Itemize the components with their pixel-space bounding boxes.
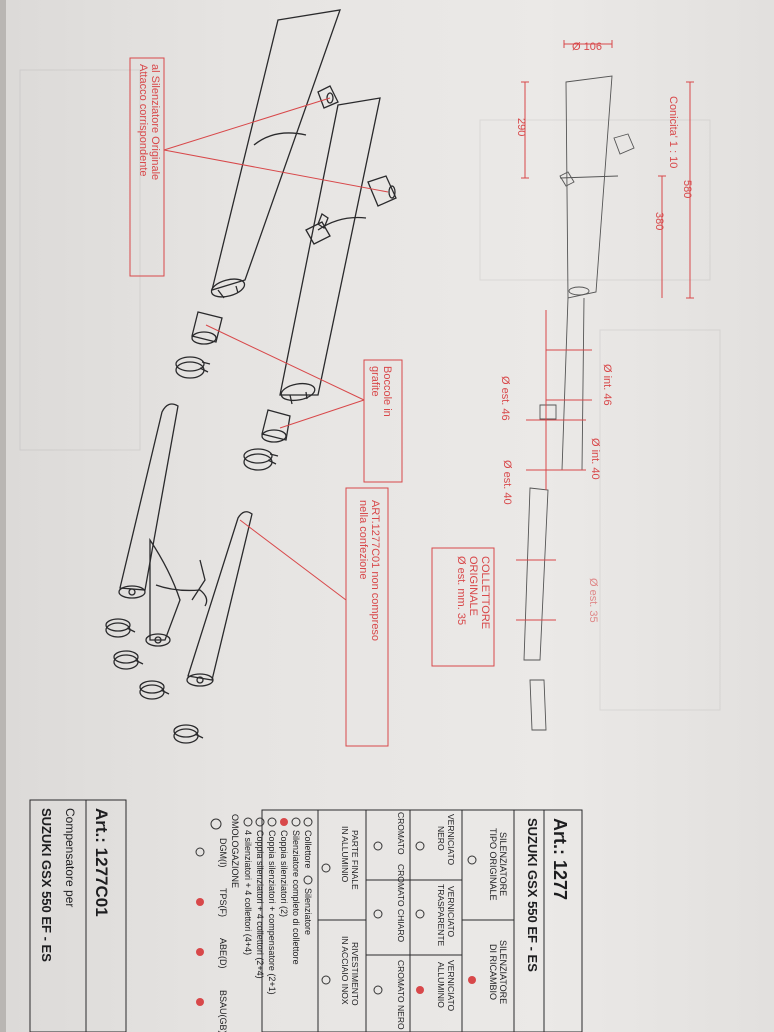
dim-290: 290	[515, 118, 527, 136]
red-annotations	[129, 40, 694, 747]
hdr-ricambio-2: DI RICAMBIO	[488, 944, 498, 1000]
opt-coppia-comp: Coppia silenziatori + compensatore (2+1)	[267, 830, 277, 995]
finish-parte-finale-1: PARTE FINALE	[350, 830, 360, 890]
dim-580: 580	[681, 180, 693, 198]
page-edge	[0, 0, 6, 1032]
exploded-parts	[105, 9, 635, 744]
boccole-callout-box	[363, 359, 403, 483]
dim-est40: Ø est. 40	[501, 460, 513, 505]
boccole-line-1: Boccole in	[381, 366, 393, 417]
compensator	[118, 403, 253, 687]
art-1277c01-desc: Compensatore per	[63, 808, 77, 907]
art-note-line-2: nella confezione	[357, 500, 369, 580]
dim-380: 380	[653, 212, 665, 230]
finish-cromato-nero: CROMATO NERO	[396, 960, 406, 1030]
table-1277c01-text: Art.: 1277C01 Compensatore per SUZUKI GS…	[39, 808, 111, 962]
opt-completo: Silenziatore completo di collettore	[291, 830, 301, 965]
finish-trasp-1: VERNICIATO	[446, 886, 456, 938]
finish-cromato-chiaro: CROMATO CHIARO	[396, 864, 406, 942]
approval-tps: TPS(F)	[218, 888, 228, 917]
bleed-through	[19, 69, 721, 711]
finish-inox-1: RIVESTIMENTO	[350, 942, 360, 1006]
attacco-line-1: Attacco corrispondente	[137, 64, 149, 177]
finish-parte-finale-2: IN ALLUMINIO	[340, 826, 350, 883]
dim-est35: Ø est. 35	[587, 578, 599, 623]
art-1277-model: SUZUKI GSX 550 EF - ES	[525, 818, 540, 972]
art-1277c01-model: SUZUKI GSX 550 EF - ES	[39, 808, 54, 962]
dim-est46: Ø est. 46	[499, 376, 511, 421]
collettore-line-2: ORIGINALE	[467, 556, 479, 616]
collettore-line-3: Ø est. mm. 35	[455, 556, 467, 625]
opt-collettore: Collettore	[303, 830, 313, 869]
approval-dgm: DGM(I)	[218, 838, 228, 868]
hdr-tipo-orig-1: SILENZIATORE	[498, 832, 508, 896]
dim-int40: Ø int. 40	[589, 438, 601, 480]
catalog-sheet	[6, 0, 774, 1032]
finish-allum-1: VERNICIATO	[446, 960, 456, 1012]
collettore-line-1: COLLETTORE	[479, 556, 491, 629]
attacco-line-2: al Silenziatore Originale	[149, 64, 161, 180]
finish-nero-1: VERNICIATO	[446, 814, 456, 866]
finish-allum-2: ALLUMINIO	[436, 962, 446, 1008]
table-1277c01	[29, 799, 127, 1032]
art-1277-title: Art.: 1277	[550, 818, 570, 900]
hdr-tipo-orig-2: TIPO ORIGINALE	[488, 828, 498, 901]
table-1277	[261, 809, 583, 1032]
dimension-part	[523, 75, 635, 731]
opt-quattro: 4 silenziatori + 4 collettori (4+4)	[243, 830, 253, 955]
silencer-left	[210, 9, 341, 299]
collettore-callout-box	[431, 547, 495, 667]
finish-inox-2: IN ACCIAIO INOX	[340, 936, 350, 1005]
dim-d106: Ø 106	[572, 41, 602, 53]
approval-bsau: BSAU(GB)	[218, 990, 228, 1032]
hdr-ricambio-1: SILENZIATORE	[498, 940, 508, 1004]
opt-silenziatore: Silenziatore	[303, 888, 313, 935]
silencer-right	[279, 97, 397, 405]
boccole-line-2: grafite	[369, 366, 381, 397]
approval-abe: ABE(D)	[218, 938, 228, 969]
dim-int46: Ø int. 46	[601, 364, 613, 406]
finish-nero-2: NERO	[436, 826, 446, 851]
dim-conicita: Conicita' 1 : 10	[667, 96, 679, 168]
finish-cromato: CROMATO	[396, 812, 406, 855]
art-1277c01-title: Art.: 1277C01	[92, 808, 111, 917]
omologazione-label: OMOLOGAZIONE	[230, 814, 240, 888]
table-1277-text: Art.: 1277 SUZUKI GSX 550 EF - ES SILENZ…	[195, 812, 570, 1032]
red-labels: Attacco corrispondente al Silenziatore O…	[137, 41, 693, 641]
art-note-line-1: ART.1277C01 non compreso	[369, 500, 381, 641]
graphite-bushings	[191, 311, 291, 443]
clamps	[105, 356, 279, 744]
opt-coppia: Coppia silenziatori (2)	[279, 830, 289, 917]
finish-trasp-2: TRASPARENTE	[436, 884, 446, 947]
opt-coppia-coll: Coppia silenziatori + 4 collettori (2+4)	[255, 830, 265, 979]
art-note-callout-box	[345, 487, 389, 747]
attacco-callout-box	[129, 57, 165, 277]
